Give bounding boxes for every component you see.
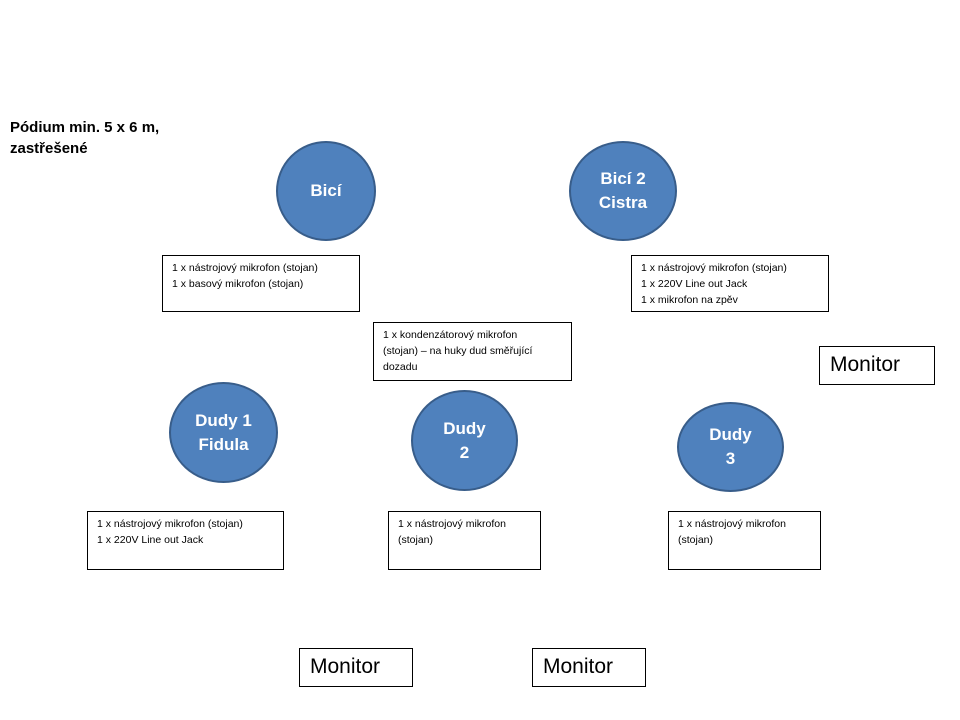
note-center-condenser: 1 x kondenzátorový mikrofon (stojan) – n… (373, 322, 572, 381)
note-bici: 1 x nástrojový mikrofon (stojan) 1 x bas… (162, 255, 360, 312)
node-bici: Bicí (276, 141, 376, 241)
node-dudy-2: Dudy 2 (411, 390, 518, 491)
note-dudy-1: 1 x nástrojový mikrofon (stojan) 1 x 220… (87, 511, 284, 570)
note-bici-2: 1 x nástrojový mikrofon (stojan) 1 x 220… (631, 255, 829, 312)
stage-title: Pódium min. 5 x 6 m, zastřešené (10, 119, 160, 157)
node-dudy-3: Dudy 3 (677, 402, 784, 492)
note-dudy-3: 1 x nástrojový mikrofon (stojan) (668, 511, 821, 570)
node-dudy-1-fidula: Dudy 1 Fidula (169, 382, 278, 483)
node-bici-2-cistra: Bicí 2 Cistra (569, 141, 677, 241)
monitor-bottom-right: Monitor (532, 648, 646, 687)
monitor-right: Monitor (819, 346, 935, 385)
monitor-bottom-left: Monitor (299, 648, 413, 687)
note-dudy-2: 1 x nástrojový mikrofon (stojan) (388, 511, 541, 570)
